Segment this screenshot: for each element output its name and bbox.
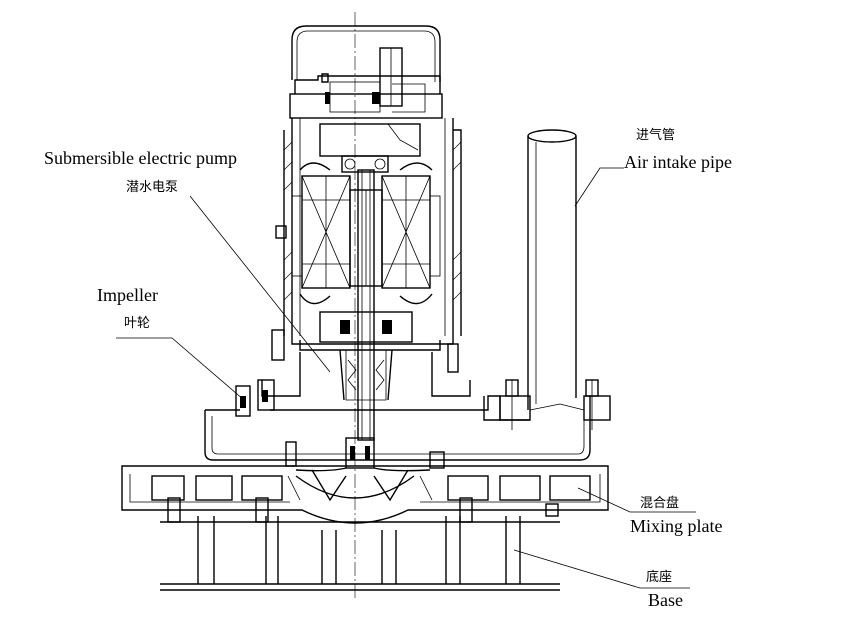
pump-casing (235, 352, 471, 417)
impeller-label-en: Impeller (97, 285, 158, 305)
motor-housing (271, 118, 462, 373)
rotor-shaft (349, 169, 383, 441)
pump-label-zh: 潜水电泵 (126, 180, 179, 195)
base (160, 516, 560, 591)
impeller (285, 437, 445, 502)
motor-top-cap (289, 73, 443, 119)
air-connection-channel (204, 379, 611, 461)
pump-label-en: Submersible electric pump (44, 148, 237, 168)
base-label-en: Base (648, 590, 683, 610)
air-intake-label-en: Air intake pipe (624, 152, 732, 172)
base-label-zh: 底座 (646, 570, 673, 585)
impeller-label-zh: 叶轮 (124, 316, 151, 331)
lower-bearing (299, 311, 441, 401)
upper-bearing (319, 123, 421, 173)
mixing-plate-label-en: Mixing plate (630, 516, 723, 536)
leader-lines (116, 167, 696, 589)
air-intake-pipe (527, 129, 577, 410)
mixing-plate (121, 465, 609, 524)
mixing-plate-label-zh: 混合盘 (640, 496, 680, 511)
lifting-handle (291, 25, 441, 82)
air-intake-label-zh: 进气管 (636, 128, 676, 143)
